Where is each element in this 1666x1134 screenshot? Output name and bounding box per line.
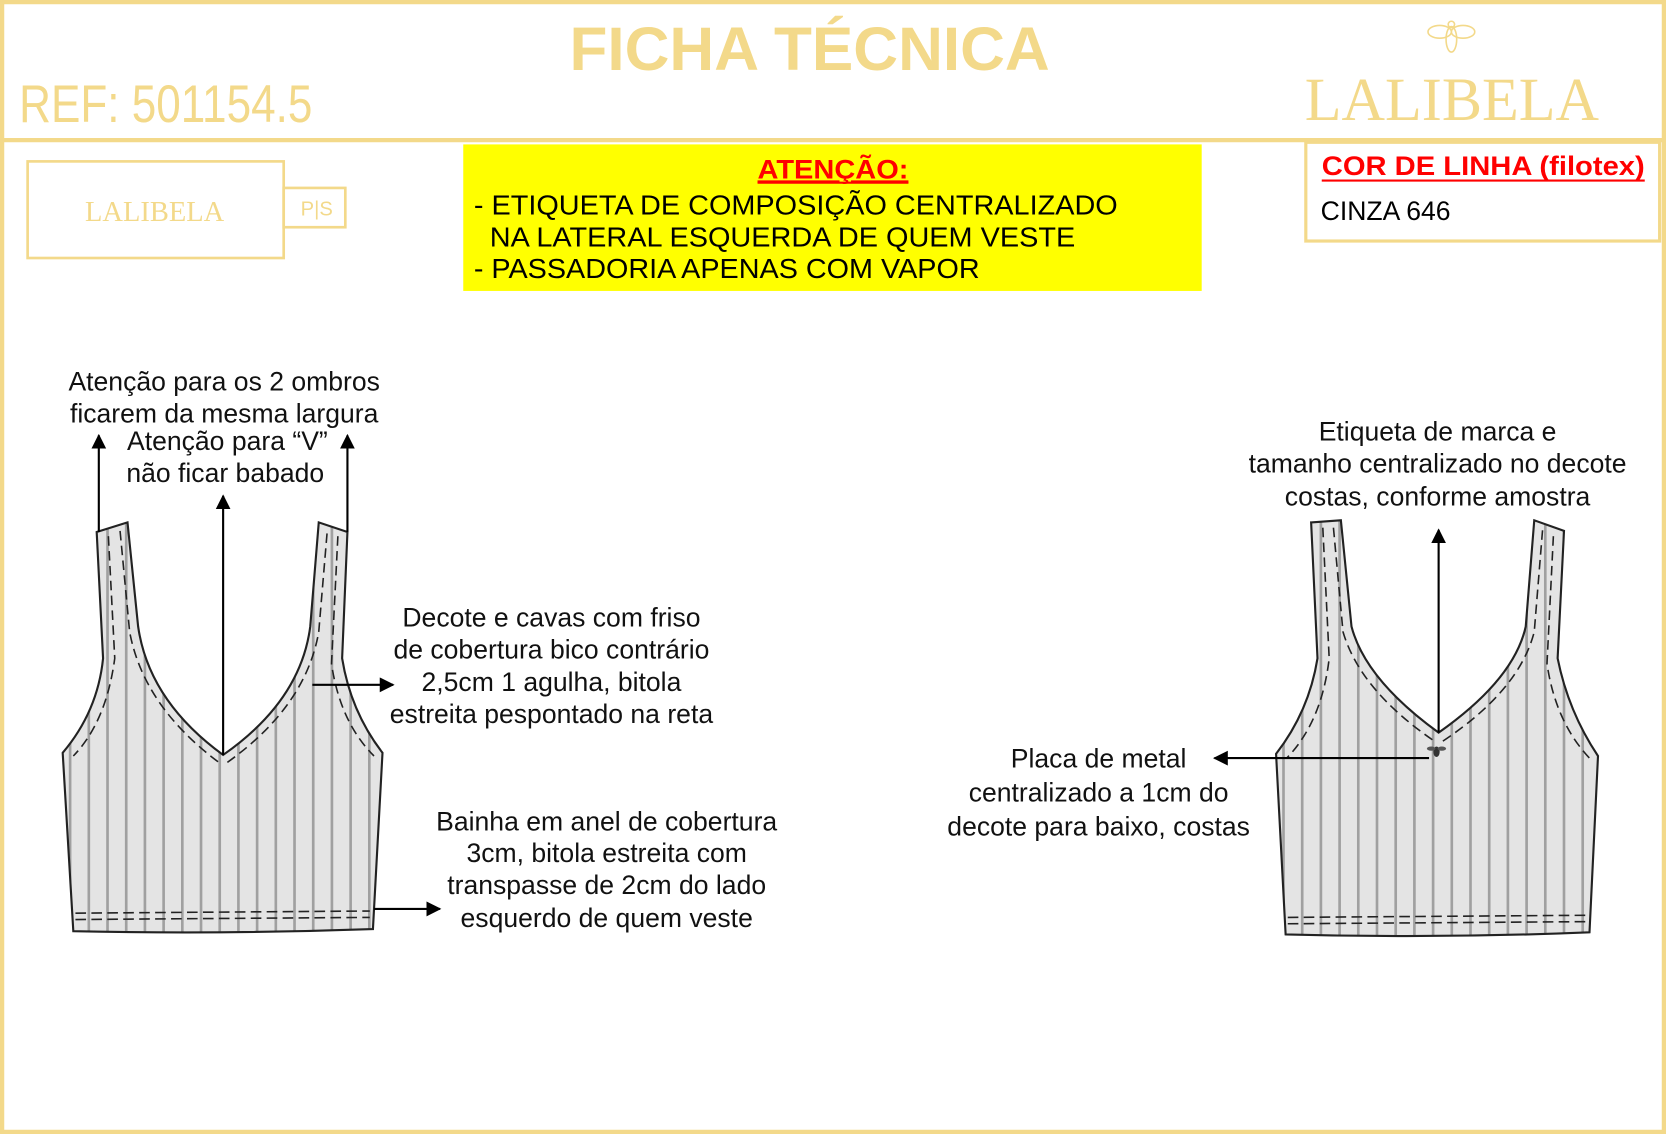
thread-color-title: COR DE LINHA (filotex) (1322, 151, 1645, 181)
attention-box (463, 144, 1202, 291)
metal-plate-note: Placa de metal (1011, 744, 1187, 774)
thread-color-box (1304, 140, 1662, 243)
attention-line: - ETIQUETA DE COMPOSIÇÃO CENTRALIZADO (474, 189, 1118, 220)
v-neck-note: não ficar babado (126, 458, 324, 488)
back-garment-drawing (1274, 518, 1600, 938)
v-neck-note: Atenção para “V” (127, 426, 328, 456)
size-tag-box (282, 186, 347, 229)
neckline-note: de cobertura bico contrário (393, 634, 709, 664)
hem-note: Bainha em anel de cobertura (436, 806, 777, 836)
attention-line: - PASSADORIA APENAS COM VAPOR (474, 253, 980, 284)
metal-plate-bee-icon (1426, 746, 1447, 758)
attention-line: NA LATERAL ESQUERDA DE QUEM VESTE (490, 221, 1075, 252)
reference-code: REF: 501154.5 (19, 75, 312, 134)
shoulder-note: ficarem da mesma largura (70, 399, 379, 429)
size-tag: P|S (301, 199, 333, 221)
attention-title: ATENÇÃO: (758, 154, 909, 184)
neckline-note: 2,5cm 1 agulha, bitola (422, 667, 682, 697)
metal-plate-note: decote para baixo, costas (947, 812, 1250, 842)
back-label-note: tamanho centralizado no decote (1249, 449, 1627, 479)
label-brand: LALIBELA (85, 196, 224, 228)
neckline-note: Decote e cavas com friso (402, 602, 700, 632)
shoulder-note: Atenção para os 2 ombros (68, 367, 379, 397)
hem-note: transpasse de 2cm do lado (447, 870, 766, 900)
brand-logo: LALIBELA (1305, 66, 1600, 134)
bee-logo-icon (1427, 20, 1476, 53)
page-title: FICHA TÉCNICA (570, 15, 1050, 84)
back-label-note: costas, conforme amostra (1285, 481, 1591, 511)
neckline-note: estreita pespontado na reta (390, 699, 714, 729)
back-label-note: Etiqueta de marca e (1319, 417, 1557, 447)
thread-color-value: CINZA 646 (1321, 196, 1451, 226)
hem-note: esquerdo de quem veste (461, 903, 753, 933)
metal-plate-note: centralizado a 1cm do (969, 778, 1229, 808)
hem-note: 3cm, bitola estreita com (466, 838, 746, 868)
